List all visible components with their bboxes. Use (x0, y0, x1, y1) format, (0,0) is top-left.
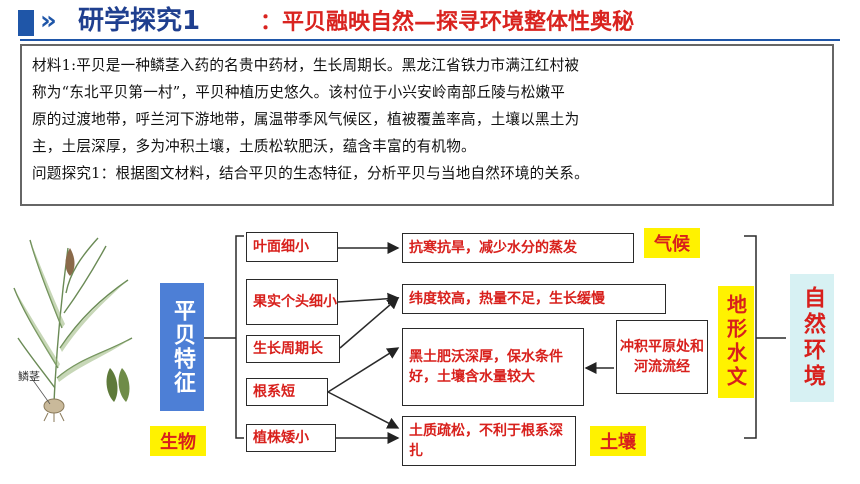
material-line: 主，土层深厚，多为冲积土壤，土质松软肥沃，蕴含丰富的有机物。 (32, 138, 476, 155)
title-underline (20, 39, 840, 41)
climate-label: 气候 (644, 228, 700, 258)
material-line: 材料1:平贝是一种鳞茎入药的名贵中药材，生长周期长。黑龙江省铁力市满江红村被 (32, 57, 580, 74)
effect-box: 土质疏松，不利于根系深扎 (402, 416, 576, 466)
title-accent-bar (18, 10, 34, 36)
feature-box: 果实个头细小 (246, 279, 338, 325)
material-text-box: 材料1:平贝是一种鳞茎入药的名贵中药材，生长周期长。黑龙江省铁力市满江红村被 称… (20, 44, 834, 206)
alluvial-plain-box: 冲积平原处和河流流经 (616, 320, 708, 394)
feature-box: 根系短 (246, 378, 328, 406)
effect-box: 黑土肥沃深厚，保水条件好，土壤含水量较大 (402, 328, 584, 406)
material-line: 称为“东北平贝第一村”，平贝种植历史悠久。该村位于小兴安岭南部丘陵与松嫩平 (32, 84, 566, 101)
trait-label: 平贝特征 (160, 283, 204, 411)
double-chevron-icon: » (40, 6, 57, 36)
feature-box: 叶面细小 (246, 232, 338, 262)
page-subtitle: ：平贝融映自然—探寻环境整体性奥秘 (260, 10, 635, 35)
page-title: 研学探究1 (78, 6, 201, 36)
fritillaria-plant-illustration (13, 237, 133, 422)
bulb-label: 鳞茎 (18, 370, 40, 383)
feature-box: 生长周期长 (246, 335, 340, 363)
feature-box: 植株矮小 (246, 424, 336, 452)
terrain-hydrology-label: 地形水文 (718, 286, 754, 398)
effect-box: 纬度较高，热量不足，生长缓慢 (402, 284, 666, 314)
soil-label: 土壤 (590, 426, 646, 456)
effect-box: 抗寒抗旱，减少水分的蒸发 (402, 233, 634, 263)
question-line: 问题探究1：根据图文材料，结合平贝的生态特征，分析平贝与当地自然环境的关系。 (32, 165, 589, 182)
material-line: 原的过渡地带，呼兰河下游地带，属温带季风气候区，植被覆盖率高，土壤以黑土为 (32, 111, 580, 128)
natural-environment-label: 自然环境 (790, 274, 834, 402)
bio-label: 生物 (150, 426, 206, 456)
